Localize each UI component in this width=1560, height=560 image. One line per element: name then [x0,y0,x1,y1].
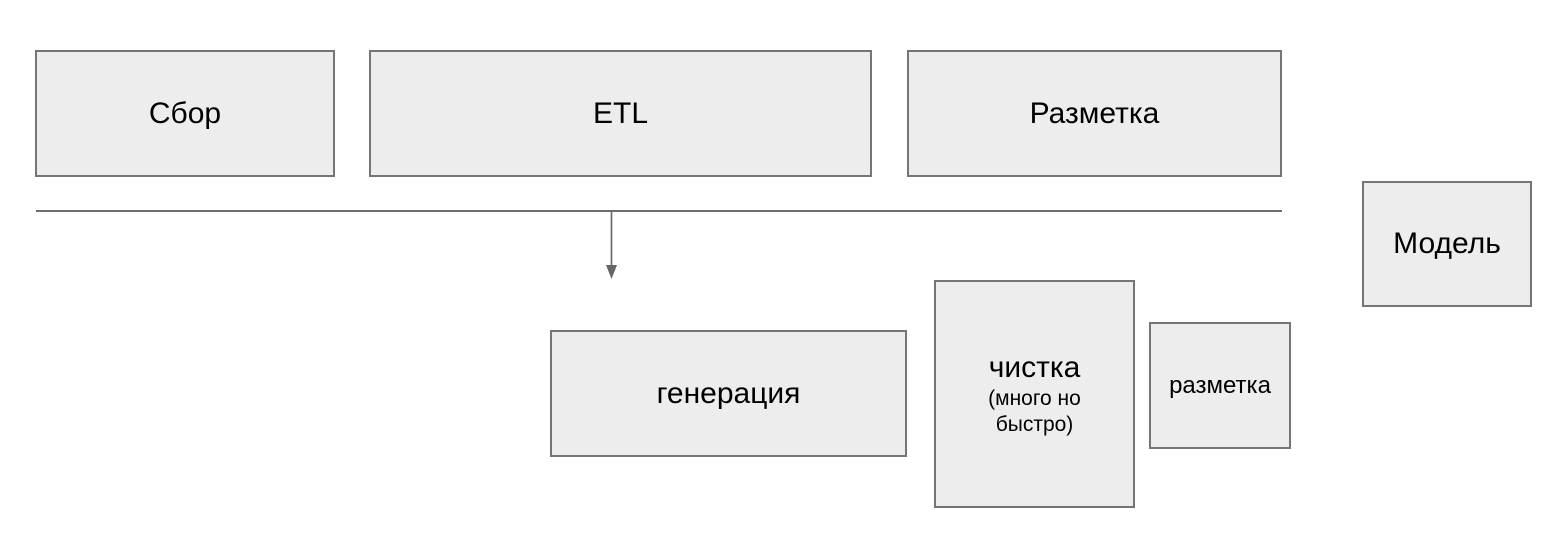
substage-box-chistka: чистка (много но быстро) [934,280,1135,508]
substage-label-chistka: чистка [988,351,1081,384]
stage-box-sbor: Сбор [35,50,335,177]
model-box: Модель [1362,181,1532,307]
stage-label-sbor: Сбор [148,96,222,130]
timeline-line [36,210,1282,212]
stage-box-razmetka: Разметка [907,50,1282,177]
substage-sublabel-chistka-line2: быстро) [995,413,1074,436]
substage-box-generation: генерация [550,330,907,457]
substage-label-generation: генерация [656,376,801,410]
stage-label-razmetka: Разметка [1029,96,1160,130]
down-arrow-connector-icon [606,211,617,279]
substage-label-razmetka-small: разметка [1169,371,1271,399]
stage-label-etl: ETL [592,96,649,130]
stage-box-etl: ETL [369,50,872,177]
substage-sublabel-chistka-line1: (много но [988,387,1081,410]
substage-box-razmetka-small: разметка [1149,322,1291,449]
model-label: Модель [1393,227,1501,260]
